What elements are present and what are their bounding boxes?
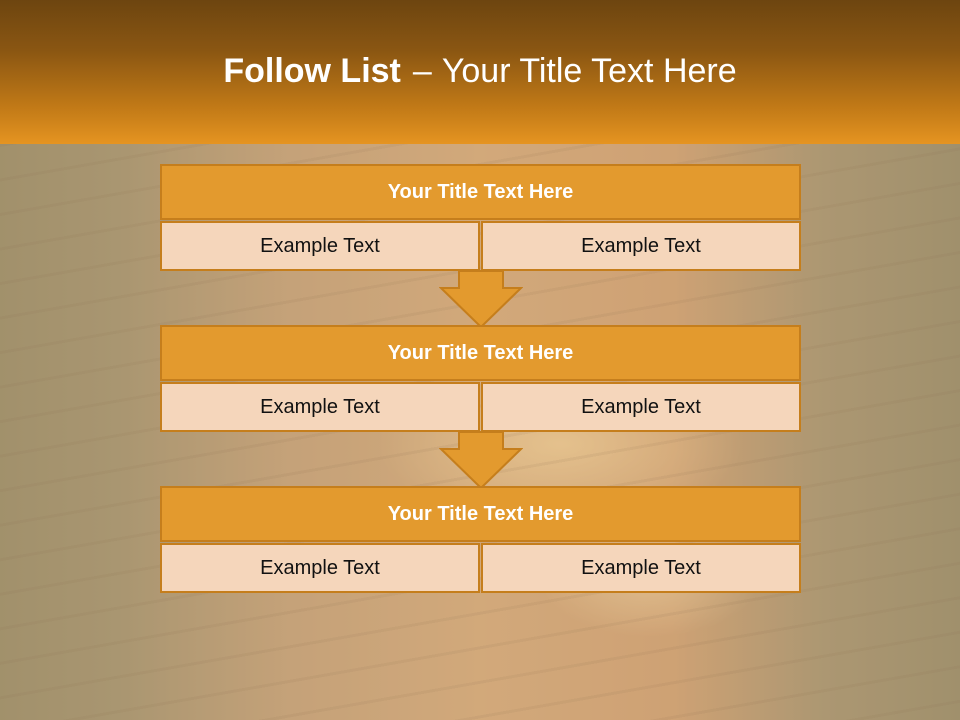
block-cell-right[interactable]: Example Text xyxy=(481,543,801,593)
block-title[interactable]: Your Title Text Here xyxy=(160,325,801,381)
block-title[interactable]: Your Title Text Here xyxy=(160,164,801,220)
slide-title: Follow List–Your Title Text Here xyxy=(0,52,960,91)
block-title[interactable]: Your Title Text Here xyxy=(160,486,801,542)
block-cell-left[interactable]: Example Text xyxy=(160,221,480,271)
title-separator: – xyxy=(412,52,432,90)
block-row: Example Text Example Text xyxy=(160,382,801,432)
block-row: Example Text Example Text xyxy=(160,543,801,593)
title-rest-text: Your Title Text Here xyxy=(441,52,737,90)
block-cell-right[interactable]: Example Text xyxy=(481,221,801,271)
block-row: Example Text Example Text xyxy=(160,221,801,271)
block-cell-right[interactable]: Example Text xyxy=(481,382,801,432)
block-cell-left[interactable]: Example Text xyxy=(160,382,480,432)
title-bar: Follow List–Your Title Text Here xyxy=(0,0,960,144)
down-arrow-icon xyxy=(439,431,523,489)
block-cell-left[interactable]: Example Text xyxy=(160,543,480,593)
list-block-1: Your Title Text Here Example Text Exampl… xyxy=(160,164,801,271)
list-block-3: Your Title Text Here Example Text Exampl… xyxy=(160,486,801,593)
down-arrow-icon xyxy=(439,270,523,328)
title-bold-text: Follow List xyxy=(223,52,401,90)
list-block-2: Your Title Text Here Example Text Exampl… xyxy=(160,325,801,432)
